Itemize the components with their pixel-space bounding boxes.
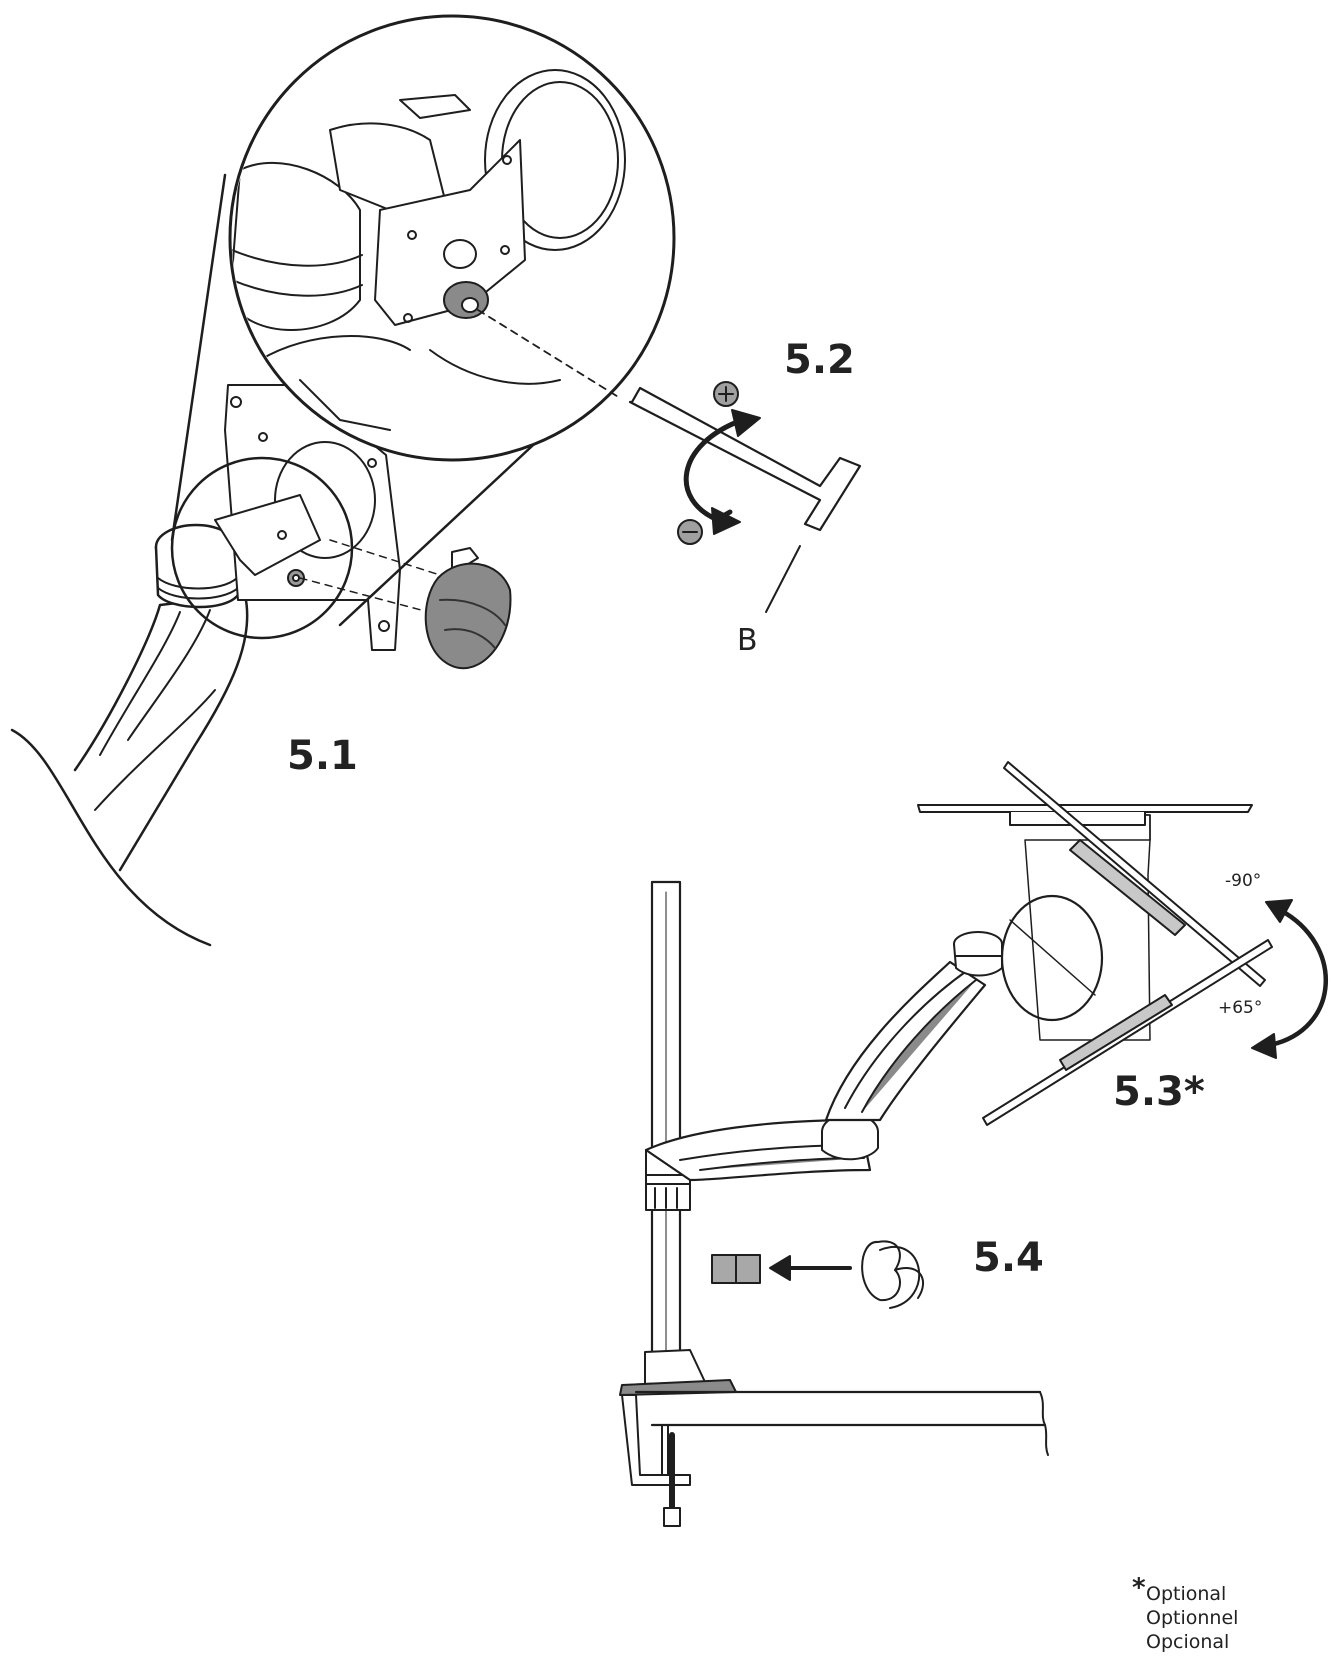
step-label-5-1: 5.1 [287,733,358,779]
cable-clip [711,1240,924,1309]
tilt-head [917,761,1273,1126]
rotation-arrow [683,409,761,535]
step-label-5-4: 5.4 [973,1235,1044,1281]
tilt-up-label: -90° [1225,871,1262,891]
arm-top-left [10,173,562,947]
optional-asterisk: * [1132,1573,1146,1603]
plus-circle-icon [713,381,739,407]
step-label-5-3: 5.3* [1113,1069,1205,1115]
optional-note: * Optional Optionnel Opcional [1132,1575,1239,1654]
note-line-es: Opcional [1146,1631,1230,1653]
minus-circle-icon [677,519,703,545]
step-label-5-2: 5.2 [784,337,855,383]
tilt-arrow [1251,899,1328,1059]
hex-key-b [628,386,862,613]
arm-upper [824,931,1003,1122]
note-line-fr: Optionnel [1146,1607,1239,1629]
tilt-down-label: +65° [1218,998,1263,1018]
note-line-en: Optional [1146,1583,1227,1605]
pole-mount [619,880,1049,1527]
tension-knob [424,547,512,670]
magnified-detail [228,14,676,462]
callout-b: B [737,623,758,658]
arm-lower [644,1113,879,1182]
